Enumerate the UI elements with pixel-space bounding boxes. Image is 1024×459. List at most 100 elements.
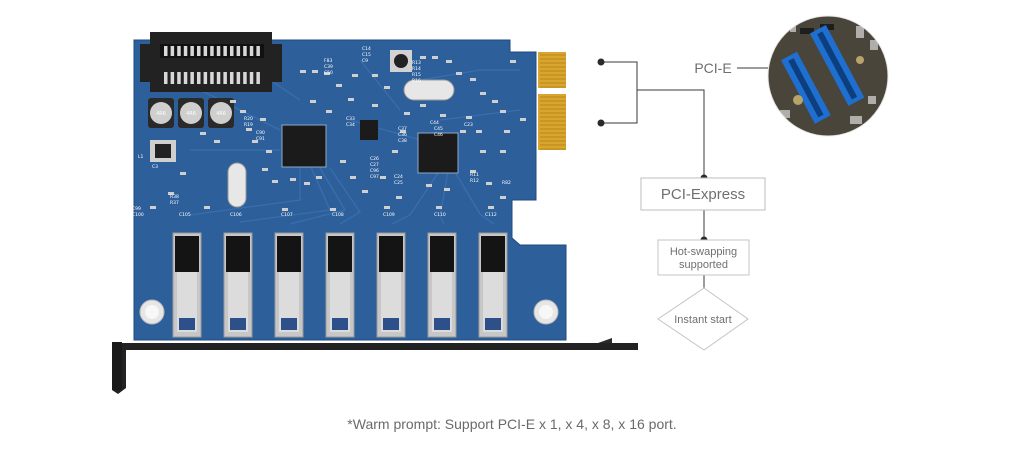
smd-component bbox=[310, 100, 316, 103]
smd-component bbox=[204, 206, 210, 209]
sata-pin bbox=[164, 46, 168, 56]
smd-component bbox=[352, 74, 358, 77]
smd-component bbox=[492, 100, 498, 103]
connector-dots bbox=[597, 58, 708, 244]
smd-component bbox=[262, 168, 268, 171]
sata-pin bbox=[249, 46, 254, 56]
metal-bracket bbox=[112, 338, 638, 394]
usb3-port: C108 bbox=[325, 212, 355, 338]
pci-express-box: PCI-Express bbox=[640, 177, 766, 211]
sata-pin bbox=[210, 72, 214, 84]
component-label: C100 bbox=[132, 212, 144, 218]
smd-component bbox=[384, 86, 390, 89]
usb3-port: C109 bbox=[376, 212, 406, 338]
smd-component bbox=[180, 172, 186, 175]
component-label: R19 bbox=[244, 122, 253, 128]
regulator-chip bbox=[150, 140, 176, 162]
smd-component bbox=[446, 60, 452, 63]
component-label: C14 bbox=[362, 46, 371, 52]
smd-component bbox=[396, 196, 402, 199]
smd-component bbox=[282, 208, 288, 211]
pcb-traces bbox=[189, 59, 521, 225]
component-label: R11 bbox=[470, 172, 479, 178]
component-label: C96 bbox=[370, 168, 379, 174]
usb-port-group: C105 C106 C107 C108 C109 C110 C112 bbox=[172, 212, 508, 338]
usb-port-label: C106 bbox=[230, 212, 242, 218]
smd-component bbox=[460, 130, 466, 133]
smd-component bbox=[432, 56, 438, 59]
sata-pin bbox=[210, 46, 214, 56]
smd-component bbox=[240, 110, 246, 113]
usb-port-label: C107 bbox=[281, 212, 293, 218]
smd-component bbox=[400, 130, 406, 133]
usb3-port: C106 bbox=[223, 212, 253, 338]
usb3-port: C110 bbox=[427, 212, 457, 338]
smd-component bbox=[392, 150, 398, 153]
footnote: *Warm prompt: Support PCI-E x 1, x 4, x … bbox=[347, 416, 677, 432]
smd-component bbox=[510, 60, 516, 63]
smd-component bbox=[420, 104, 426, 107]
instant-start-label: Instant start bbox=[674, 314, 731, 326]
usb-port-label: C109 bbox=[383, 212, 395, 218]
usb-port-label: C110 bbox=[434, 212, 446, 218]
inductor-mark: 4R6 bbox=[156, 111, 166, 117]
sata-pin bbox=[183, 46, 188, 56]
usb-port-label: C112 bbox=[485, 212, 497, 218]
component-label: C26 bbox=[370, 156, 379, 162]
sata-pin bbox=[249, 72, 254, 84]
hot-swapping-box: Hot-swapping supported bbox=[657, 239, 750, 276]
component-label: C50 bbox=[324, 70, 333, 76]
component-label: C38 bbox=[398, 138, 407, 144]
inductor-mark: 4R6 bbox=[216, 111, 226, 117]
component-label: C44 bbox=[430, 120, 439, 126]
component-label: R15 bbox=[412, 72, 421, 78]
sata-power-connector bbox=[140, 32, 282, 92]
sata-pin bbox=[177, 46, 181, 56]
smd-component bbox=[150, 206, 156, 209]
pcie-gold-fingers bbox=[538, 52, 566, 150]
smd-component bbox=[436, 206, 442, 209]
component-label: C33 bbox=[346, 116, 355, 122]
smd-component bbox=[272, 180, 278, 183]
component-label: R38 bbox=[170, 194, 179, 200]
inductor: 4R6 bbox=[208, 98, 234, 128]
smd-component bbox=[326, 110, 332, 113]
component-label: R16 bbox=[412, 78, 421, 84]
crystal-oscillator-top bbox=[403, 79, 455, 101]
component-label: C97 bbox=[370, 174, 379, 180]
smd-component bbox=[500, 150, 506, 153]
hot-swapping-line1: Hot-swapping bbox=[670, 246, 737, 258]
sata-pin bbox=[223, 46, 227, 56]
sata-pin bbox=[243, 72, 247, 84]
smd-component bbox=[290, 178, 296, 181]
component-label: C25 bbox=[394, 180, 403, 186]
component-label: C91 bbox=[256, 136, 265, 142]
component-label: C27 bbox=[370, 162, 379, 168]
component-label: C9 bbox=[362, 58, 368, 64]
hot-swapping-line2: supported bbox=[679, 259, 728, 271]
component-label: C3 bbox=[152, 164, 158, 170]
component-label: C36 bbox=[398, 132, 407, 138]
usb3-port: C107 bbox=[274, 212, 304, 338]
smd-component bbox=[520, 118, 526, 121]
component-label: L1 bbox=[138, 154, 144, 160]
smd-component bbox=[500, 110, 506, 113]
smd-component bbox=[246, 128, 252, 131]
pcie-label: PCI-E bbox=[694, 60, 731, 76]
smd-component bbox=[466, 116, 472, 119]
smd-component bbox=[350, 176, 356, 179]
smd-component bbox=[336, 84, 342, 87]
usb3-port: C105 bbox=[172, 212, 202, 338]
sata-pin bbox=[197, 72, 201, 84]
component-label: R14 bbox=[412, 66, 421, 72]
smd-component bbox=[480, 92, 486, 95]
inductor: 4R6 bbox=[148, 98, 174, 128]
component-label: C39 bbox=[324, 64, 333, 70]
sata-pin bbox=[190, 46, 194, 56]
smd-component bbox=[200, 132, 206, 135]
component-label: C23 bbox=[464, 122, 473, 128]
component-label: R13 bbox=[412, 60, 421, 66]
smd-component bbox=[384, 206, 390, 209]
component-label: C37 bbox=[398, 126, 407, 132]
